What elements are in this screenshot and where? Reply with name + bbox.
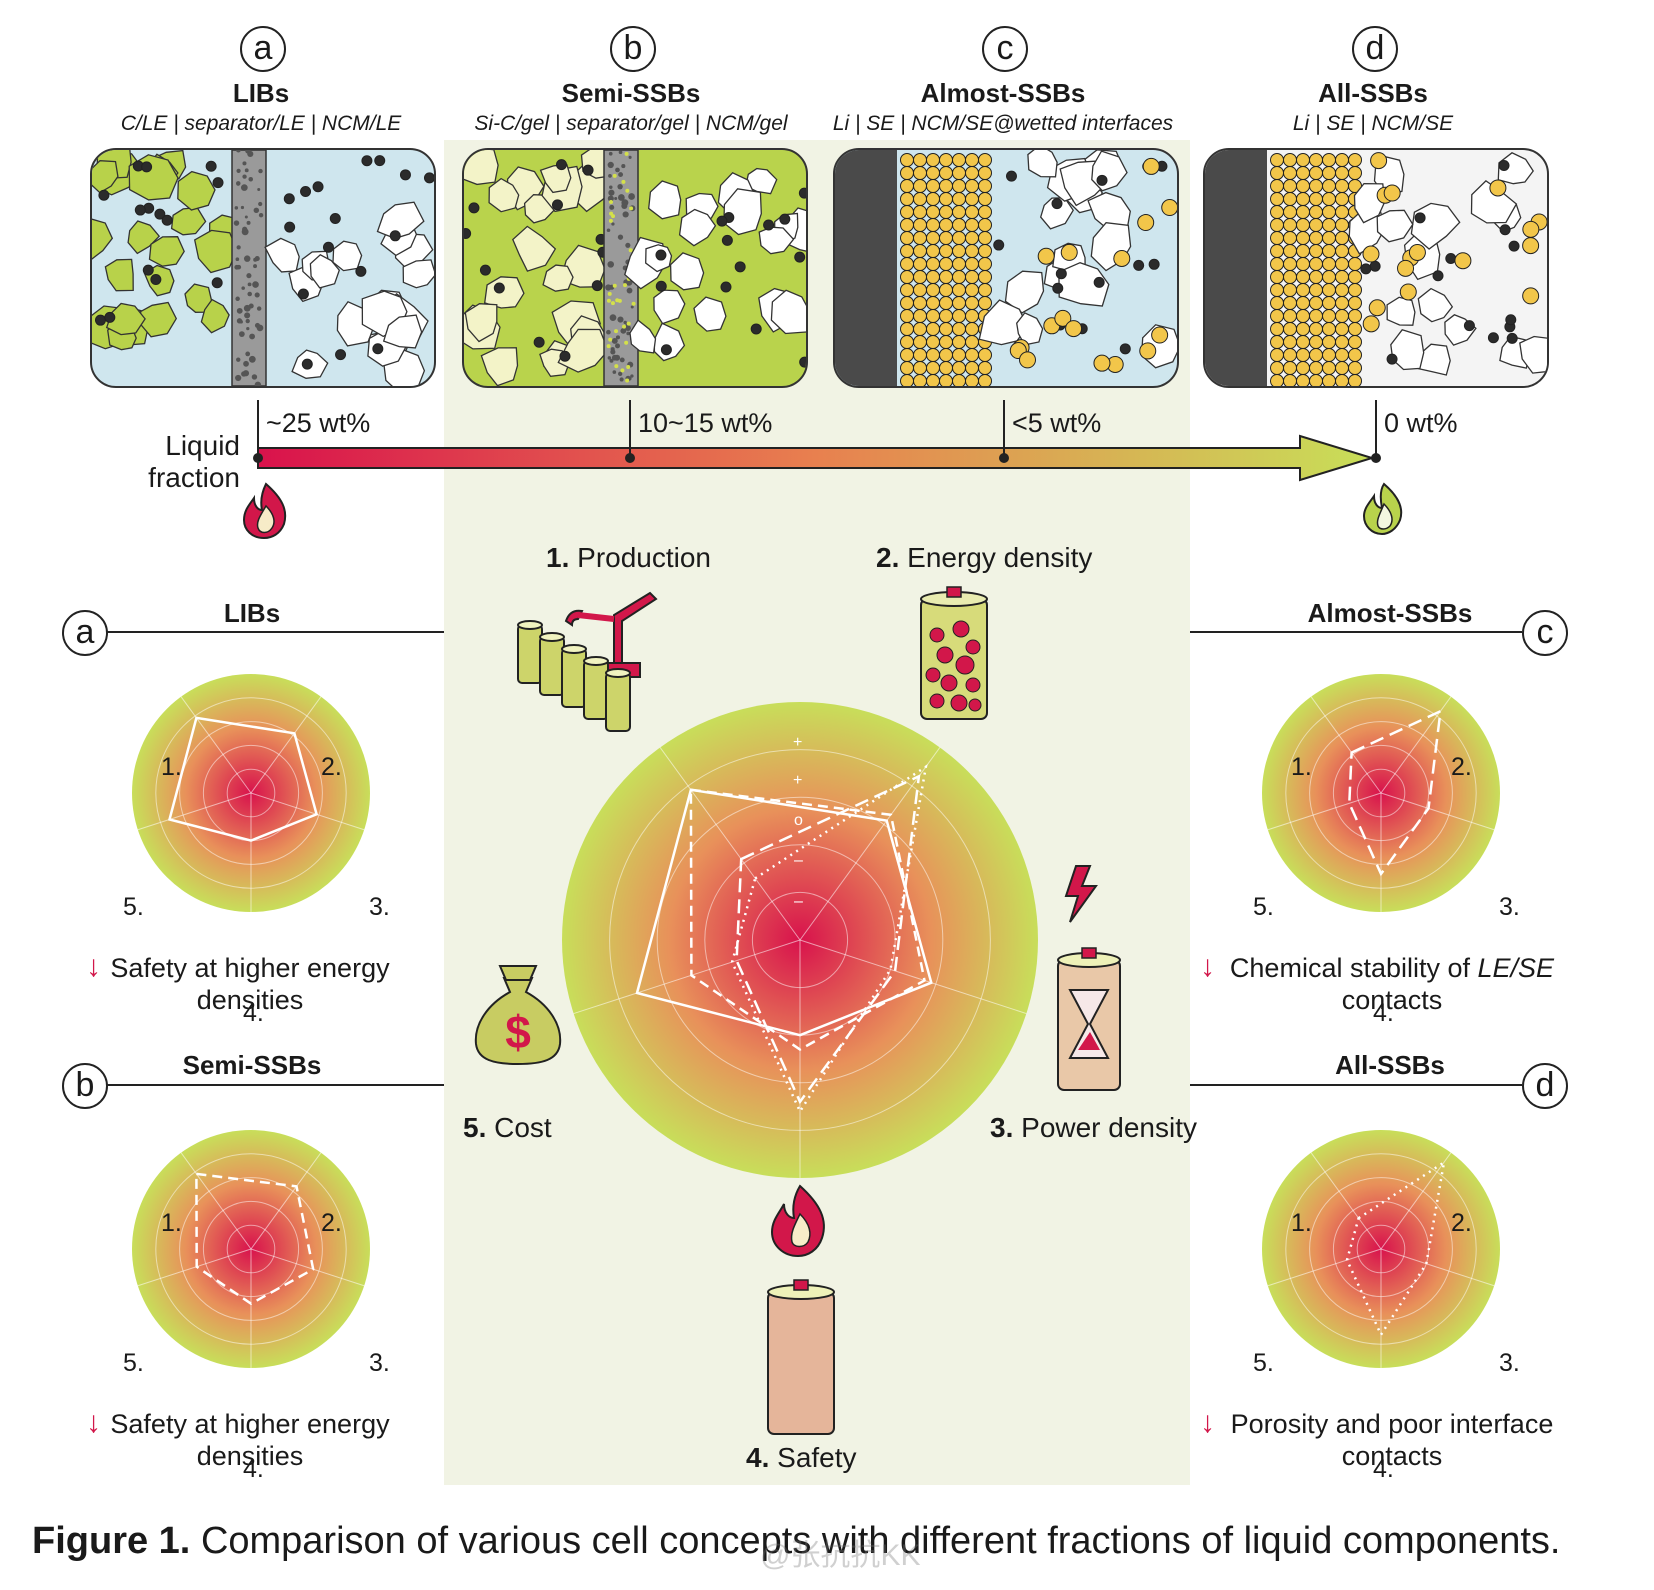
scale-mark-minus-outer: – <box>794 893 803 910</box>
power-density-icon <box>1057 865 1121 1091</box>
fraction-label-libs: ~25 wt% <box>266 408 371 438</box>
scale-mark-plus-inner: + <box>793 772 803 789</box>
radar-axis-label: 2. <box>321 1209 342 1237</box>
radar-axis-label: 3. <box>1499 893 1520 921</box>
badge-b: b <box>610 26 656 72</box>
safety-icon <box>767 1184 835 1435</box>
cell-title-libs: LIBs <box>232 78 290 108</box>
cell-subtitle-all-ssbs: Li | SE | NCM/SE <box>1292 112 1454 135</box>
cell-illustration-semi-ssbs <box>462 148 808 388</box>
cell-title-all-ssbs: All-SSBs <box>1318 78 1428 108</box>
production-icon <box>517 591 658 732</box>
badge-c: c <box>982 26 1028 72</box>
criterion-cost: 5. Cost <box>463 1112 552 1143</box>
radar-axis-label: 5. <box>1253 893 1274 921</box>
cell-subtitle-libs: C/LE | separator/LE | NCM/LE <box>120 112 402 135</box>
flame-red-icon <box>242 482 287 540</box>
scale-mark-minus-inner: – <box>794 852 803 869</box>
liquid-fraction-arrow <box>253 400 1381 482</box>
radar-axis-label: 4. <box>243 1455 264 1483</box>
side-title-semi-ssbs: Semi-SSBs <box>182 1050 322 1080</box>
side-title-libs: LIBs <box>223 598 281 628</box>
svg-text:$: $ <box>505 1006 531 1058</box>
cell-title-almost-ssbs: Almost-SSBs <box>920 78 1086 108</box>
side-rule-a <box>106 631 444 633</box>
radar-axis-label: 2. <box>321 753 342 781</box>
radar-axis-label: 5. <box>1253 1349 1274 1377</box>
radar-axis-label: 1. <box>161 1209 182 1237</box>
criterion-power-density: 3. Power density <box>990 1112 1198 1143</box>
badge-d: d <box>1352 26 1398 72</box>
decrease-arrow-icon: ↓ <box>86 950 101 983</box>
side-rule-d <box>1190 1084 1522 1086</box>
radar-axis-label: 1. <box>1291 1209 1312 1237</box>
radar-axis-label: 4. <box>243 999 264 1027</box>
radar-chart-all-ssbs <box>1262 1130 1500 1368</box>
radar-chart-libs <box>132 674 370 912</box>
scale-mark-plus-outer: + <box>793 734 803 751</box>
radar-axis-label: 5. <box>123 893 144 921</box>
fraction-label-all-ssbs: 0 wt% <box>1384 408 1458 438</box>
cell-subtitle-almost-ssbs: Li | SE | NCM/SE@wetted interfaces <box>832 112 1174 135</box>
side-title-all-ssbs: All-SSBs <box>1335 1050 1445 1080</box>
flame-green-icon <box>1362 482 1403 536</box>
radar-axis-label: 5. <box>123 1349 144 1377</box>
criterion-safety: 4. Safety <box>746 1442 857 1473</box>
radar-axis-label: 2. <box>1451 1209 1472 1237</box>
money-bag-icon: $ <box>474 965 562 1066</box>
cell-illustration-all-ssbs <box>1203 148 1549 388</box>
side-badge-d: d <box>1522 1063 1568 1109</box>
radar-axis-label: 1. <box>1291 753 1312 781</box>
side-badge-c: c <box>1522 610 1568 656</box>
cell-title-semi-ssbs: Semi-SSBs <box>561 78 701 108</box>
radar-axis-label: 2. <box>1451 753 1472 781</box>
energy-density-icon <box>920 586 988 720</box>
decrease-arrow-icon: ↓ <box>86 1406 101 1439</box>
radar-axis-label: 3. <box>369 1349 390 1377</box>
radar-axis-label: 4. <box>1373 999 1394 1027</box>
criterion-energy-density: 2. Energy density <box>876 542 1093 573</box>
fraction-label-almost-ssbs: <5 wt% <box>1012 408 1102 438</box>
side-badge-a: a <box>62 610 108 656</box>
radar-axis-label: 1. <box>161 753 182 781</box>
scale-mark-neutral: o <box>794 812 803 829</box>
criterion-production: 1. Production <box>546 542 712 573</box>
side-title-almost-ssbs: Almost-SSBs <box>1307 598 1473 628</box>
side-rule-c <box>1190 631 1522 633</box>
cell-illustration-libs <box>90 148 436 388</box>
radar-axis-label: 3. <box>1499 1349 1520 1377</box>
figure-caption: Figure 1. Comparison of various cell con… <box>32 1520 1561 1562</box>
fraction-label-semi-ssbs: 10~15 wt% <box>638 408 773 438</box>
central-radar-chart <box>562 702 1038 1178</box>
side-badge-b: b <box>62 1063 108 1109</box>
radar-axis-label: 4. <box>1373 1455 1394 1483</box>
cell-illustration-almost-ssbs <box>833 148 1179 388</box>
cell-subtitle-semi-ssbs: Si-C/gel | separator/gel | NCM/gel <box>474 112 788 135</box>
watermark: @张抗抗KK <box>760 1539 921 1572</box>
note-almost-ssbs: Chemical stability of LE/SE contacts <box>1229 953 1555 1015</box>
decrease-arrow-icon: ↓ <box>1200 1406 1215 1439</box>
radar-chart-semi-ssbs <box>132 1130 370 1368</box>
radar-chart-almost-ssbs <box>1262 674 1500 912</box>
side-rule-b <box>106 1084 444 1086</box>
liquid-fraction-label: Liquid fraction <box>148 430 240 493</box>
decrease-arrow-icon: ↓ <box>1200 950 1215 983</box>
badge-a: a <box>240 26 286 72</box>
radar-axis-label: 3. <box>369 893 390 921</box>
